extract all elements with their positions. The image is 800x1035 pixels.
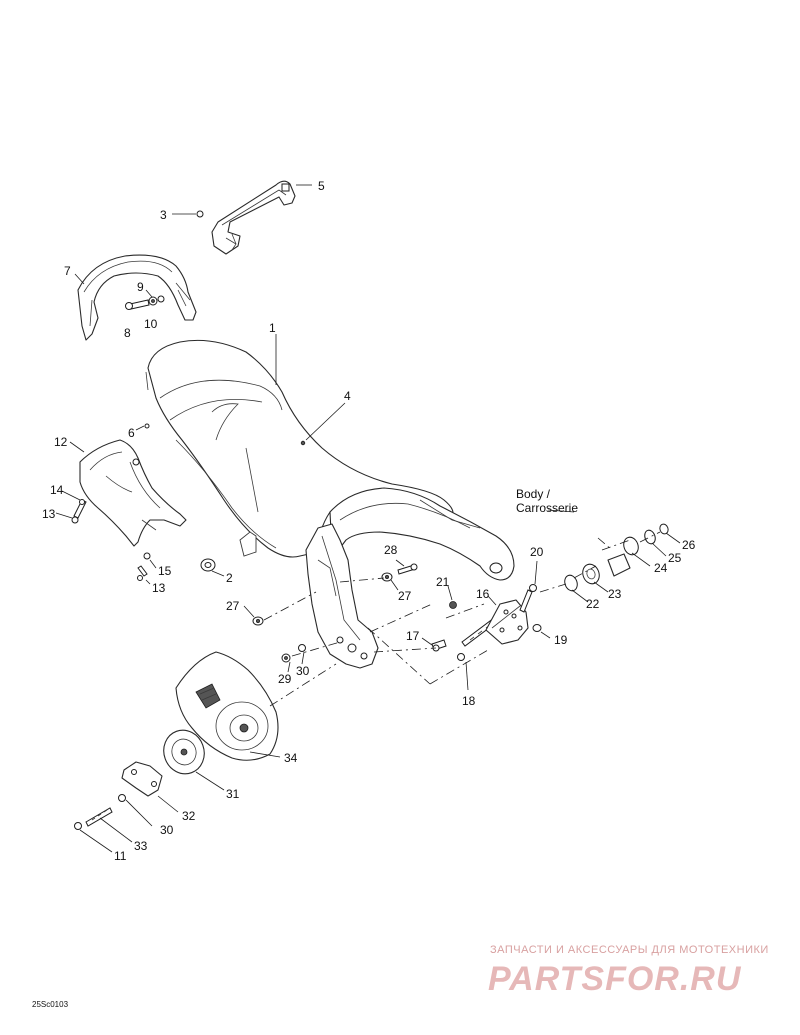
callout-14: 14: [50, 483, 64, 497]
body-note-line1: Body /: [516, 487, 551, 501]
screw-washer-13-14-upper: [71, 499, 87, 524]
callout-30a: 30: [296, 664, 310, 678]
grommet-part-2: [200, 558, 216, 572]
washer-part-30-lower: [118, 794, 126, 802]
callout-27a: 27: [398, 589, 412, 603]
callout-23: 23: [608, 587, 622, 601]
callout-20: 20: [530, 545, 544, 559]
pulley-part: [163, 729, 205, 775]
callout-33: 33: [134, 839, 148, 853]
bolt-part-33: [85, 807, 113, 827]
callout-11: 11: [114, 849, 127, 863]
damper-stack-22-26: [564, 523, 669, 592]
seat-pin-part-4: [300, 440, 306, 446]
bolt-head-part-11: [74, 822, 82, 830]
nut-part-27-lower: [252, 616, 264, 626]
watermark-tagline: ЗАПЧАСТИ И АКСЕССУАРЫ ДЛЯ МОТОТЕХНИКИ: [490, 944, 769, 956]
callout-4: 4: [344, 389, 351, 403]
tail-guard-part: [77, 254, 197, 341]
callout-6: 6: [128, 426, 135, 440]
nut-washer-29-30: [281, 644, 306, 663]
callout-12: 12: [54, 435, 68, 449]
assembly-dash-lines: [263, 531, 661, 707]
callout-24: 24: [654, 561, 668, 575]
body-note-line2: Carrosserie: [516, 501, 578, 515]
rear-support-frame: [305, 523, 379, 669]
callout-22: 22: [586, 597, 600, 611]
rear-frame-part: [329, 487, 515, 581]
watermark-logo: PARTSFOR.RU: [488, 960, 742, 998]
chain-guard-part: [175, 651, 279, 761]
screw-part-17: [431, 639, 447, 652]
callout-15: 15: [158, 564, 172, 578]
callout-10: 10: [144, 317, 158, 331]
nut-part-21: [449, 601, 457, 609]
callout-2: 2: [226, 571, 233, 585]
callout-31: 31: [226, 787, 240, 801]
side-bracket-part: [79, 439, 187, 547]
screw-nut-13-15-lower: [137, 552, 151, 581]
watermark: ЗАПЧАСТИ И АКСЕССУАРЫ ДЛЯ МОТОТЕХНИКИ PA…: [488, 944, 769, 998]
grab-handle-part: [211, 180, 296, 255]
small-bracket-part: [121, 761, 163, 797]
callout-9: 9: [137, 280, 144, 294]
callout-3: 3: [160, 208, 167, 222]
body-note: Body / Carrosserie: [516, 487, 578, 515]
nut-part-19: [532, 624, 542, 632]
callout-5: 5: [318, 179, 325, 193]
callout-18: 18: [462, 694, 476, 708]
callout-26: 26: [682, 538, 696, 552]
callout-27b: 27: [226, 599, 240, 613]
bolt-part-28: [397, 563, 418, 575]
nut-part-3: [196, 210, 204, 218]
bolt-part-20: [519, 584, 537, 613]
callout-labels: 1 2 3 4 5 6 7 8 9 10 11 12 13 13 14 15 1…: [42, 179, 696, 863]
leader-lines: [55, 184, 681, 853]
drawing-code: 25Sc0103: [32, 1000, 69, 1009]
callout-32: 32: [182, 809, 196, 823]
bolt-washer-set-8-9-10: [125, 295, 165, 310]
callout-29: 29: [278, 672, 292, 686]
callout-13a: 13: [42, 507, 56, 521]
hitch-plate-part: [485, 599, 529, 645]
callout-28: 28: [384, 543, 398, 557]
callout-1: 1: [269, 321, 276, 335]
callout-8: 8: [124, 326, 131, 340]
callout-17: 17: [406, 629, 420, 643]
clip-part-6: [144, 423, 150, 429]
callout-25: 25: [668, 551, 682, 565]
nut-part-27-upper: [381, 572, 393, 582]
callout-16: 16: [476, 587, 490, 601]
callout-30b: 30: [160, 823, 174, 837]
callout-21: 21: [436, 575, 450, 589]
callout-7: 7: [64, 264, 71, 278]
callout-13b: 13: [152, 581, 166, 595]
seat-base-clip: [239, 531, 257, 557]
callout-34: 34: [284, 751, 298, 765]
callout-19: 19: [554, 633, 568, 647]
